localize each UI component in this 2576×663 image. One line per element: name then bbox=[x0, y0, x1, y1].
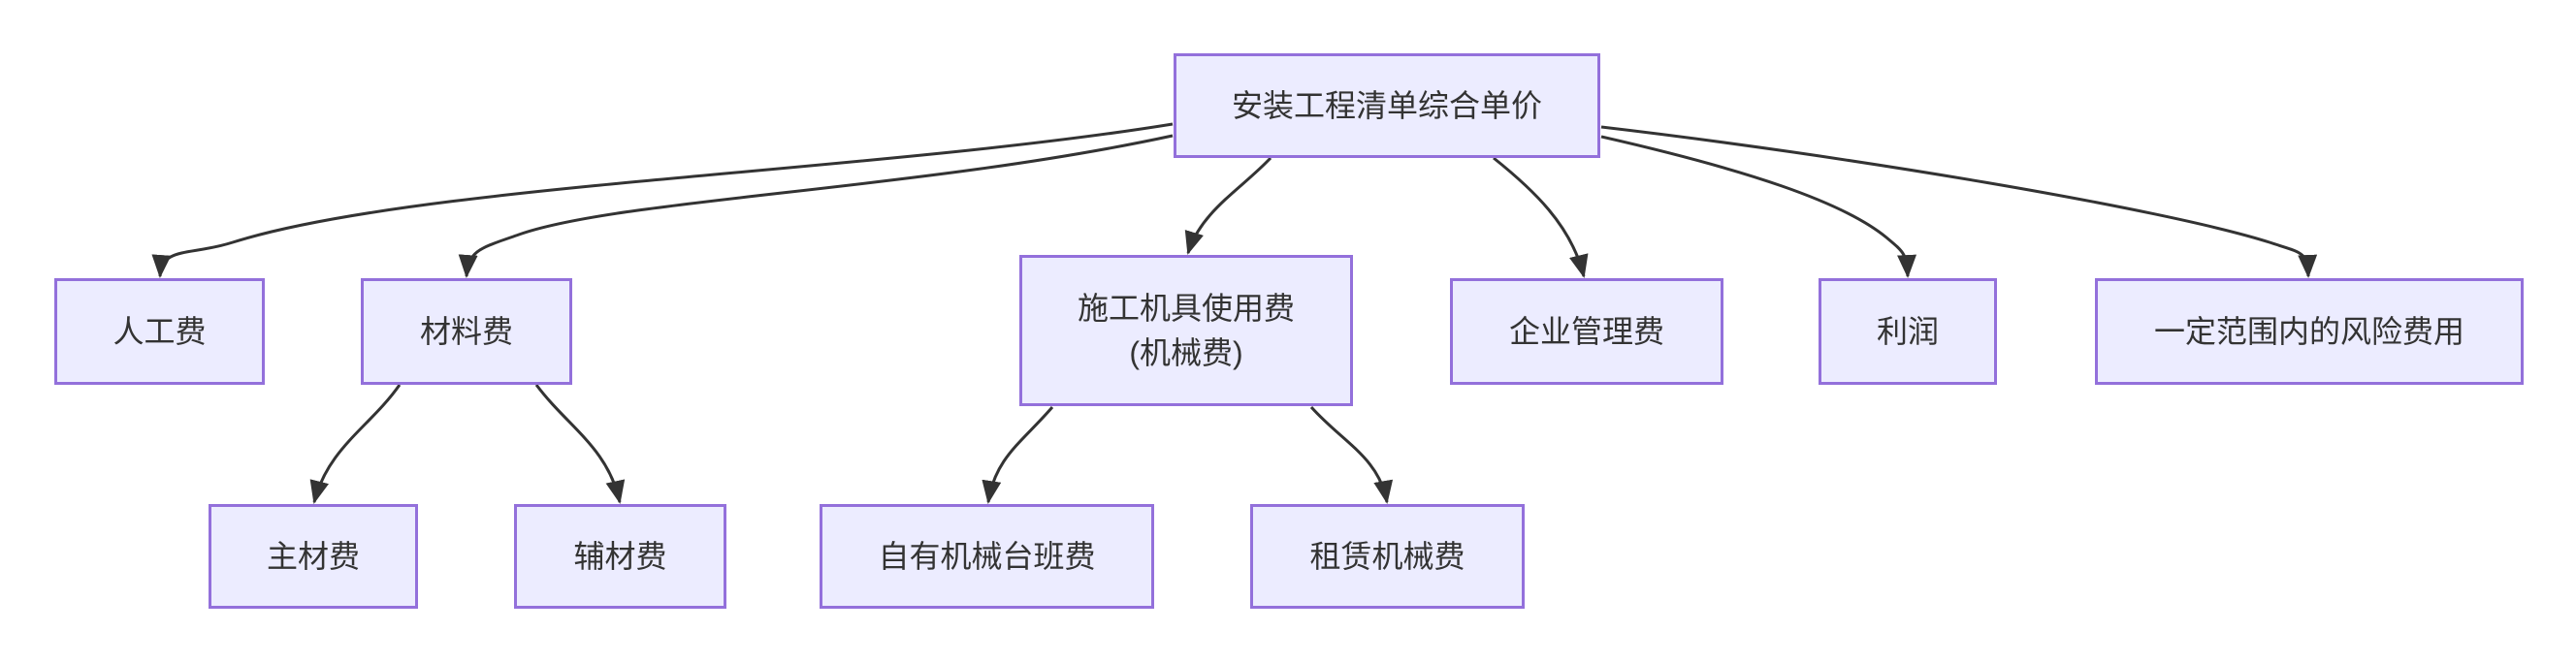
node-comprehensive-unit-price: 安装工程清单综合单价 bbox=[1174, 53, 1600, 158]
node-label: 人工费 bbox=[113, 313, 207, 349]
node-material-cost: 材料费 bbox=[361, 278, 572, 385]
edge-root-profit bbox=[1600, 135, 1917, 278]
node-auxiliary-material-cost: 辅材费 bbox=[514, 504, 726, 609]
node-rental-machinery-cost: 租赁机械费 bbox=[1250, 504, 1525, 609]
node-own-machinery-shift-cost: 自有机械台班费 bbox=[820, 504, 1154, 609]
node-profit: 利润 bbox=[1819, 278, 1997, 385]
edge-machinery-own-machinery bbox=[982, 406, 1054, 504]
node-label: 企业管理费 bbox=[1508, 313, 1664, 349]
node-label: 材料费 bbox=[419, 313, 513, 349]
edge-root-risk bbox=[1600, 125, 2318, 278]
edge-root-labor bbox=[151, 122, 1174, 278]
edge-root-machinery bbox=[1184, 156, 1272, 255]
node-machinery-usage-cost: 施工机具使用费 (机械费) bbox=[1019, 255, 1353, 406]
node-label: 自有机械台班费 bbox=[878, 538, 1096, 574]
edge-root-material bbox=[458, 134, 1174, 278]
node-risk-cost: 一定范围内的风险费用 bbox=[2095, 278, 2524, 385]
edge-material-aux-material bbox=[534, 384, 626, 504]
edge-root-management bbox=[1493, 156, 1589, 278]
node-label: 租赁机械费 bbox=[1309, 538, 1465, 574]
edge-material-main-material bbox=[309, 384, 402, 504]
node-main-material-cost: 主材费 bbox=[209, 504, 418, 609]
node-enterprise-management-fee: 企业管理费 bbox=[1450, 278, 1723, 385]
node-sublabel: (机械费) bbox=[1129, 335, 1243, 370]
node-labor-cost: 人工费 bbox=[54, 278, 265, 385]
node-label: 主材费 bbox=[266, 538, 360, 574]
node-label: 利润 bbox=[1876, 313, 1939, 349]
node-label: 安装工程清单综合单价 bbox=[1231, 87, 1542, 123]
node-label: 辅材费 bbox=[573, 538, 667, 574]
node-label: 施工机具使用费 bbox=[1077, 290, 1295, 326]
node-label: 一定范围内的风险费用 bbox=[2153, 313, 2464, 349]
edge-machinery-rental-machinery bbox=[1309, 406, 1394, 504]
